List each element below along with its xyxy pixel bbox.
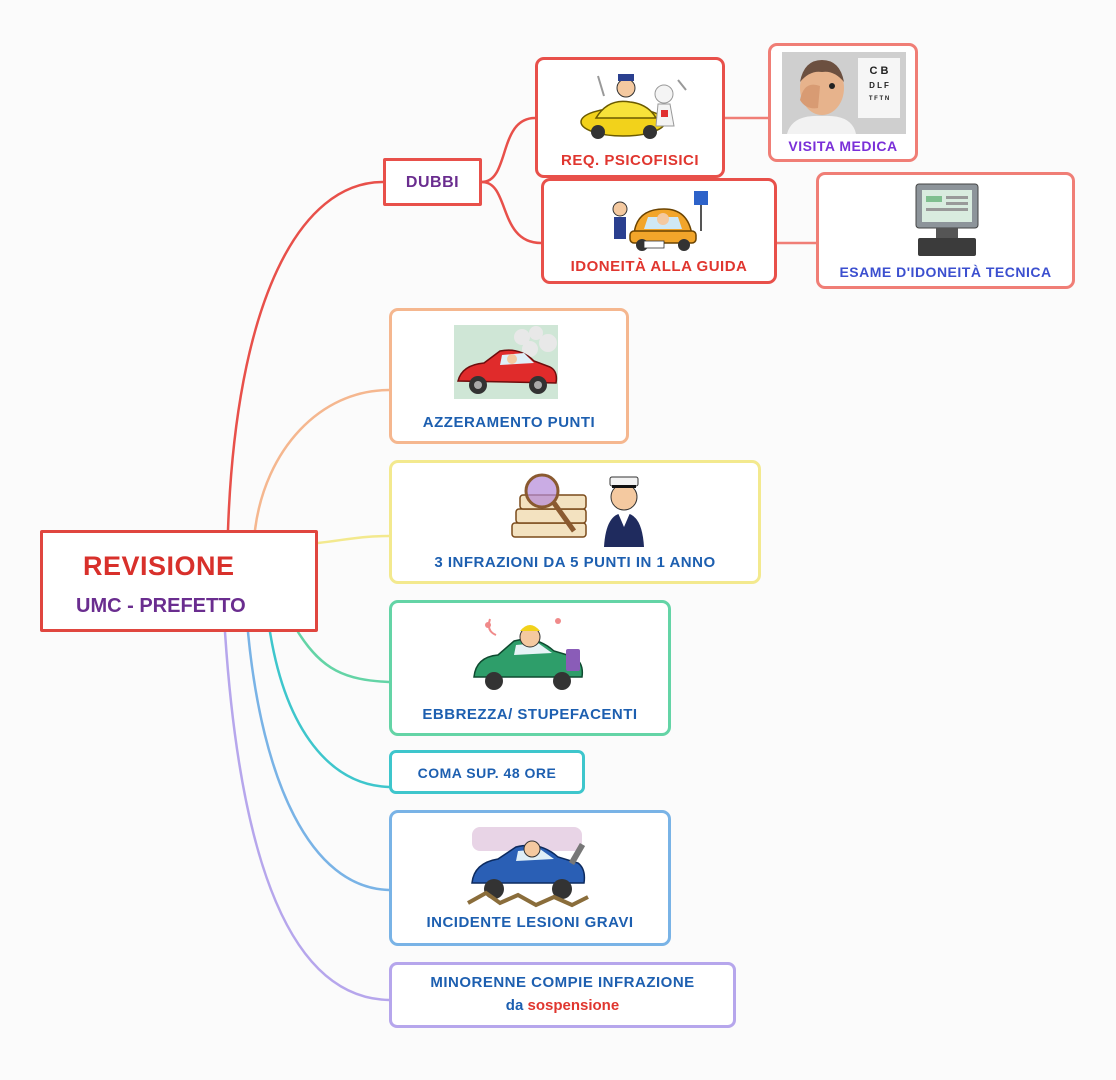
node-dubbi[interactable]: DUBBI <box>383 158 482 206</box>
root-node[interactable]: REVISIONE UMC - PREFETTO <box>40 530 318 632</box>
node-idoneita-guida[interactable]: IDONEITÀ ALLA GUIDA <box>541 178 777 284</box>
node-minorenne-sospensione: sospensione <box>527 997 620 1014</box>
node-req-label: REQ. PSICOFISICI <box>560 152 700 169</box>
connector-req <box>480 116 537 184</box>
root-subtitle: UMC - PREFETTO <box>76 595 246 617</box>
connector-dubbi <box>226 180 385 532</box>
node-visita-label: VISITA MEDICA <box>788 138 898 154</box>
driving-test-car-icon <box>612 191 708 251</box>
connector-idoneita <box>480 180 543 245</box>
car-crash-blue-car-icon <box>467 827 589 908</box>
node-incidente-label: INCIDENTE LESIONI GRAVI <box>426 914 634 931</box>
node-dubbi-label: DUBBI <box>405 174 460 191</box>
node-azzeramento-label: AZZERAMENTO PUNTI <box>422 414 596 431</box>
node-esame-label: ESAME D'IDONEITÀ TECNICA <box>839 264 1052 280</box>
node-idoneita-label: IDONEITÀ ALLA GUIDA <box>570 258 748 275</box>
node-coma-label: COMA SUP. 48 ORE <box>417 765 557 781</box>
eye-exam-doctor-photo-icon: C B D L F T F T N <box>782 52 906 134</box>
drunk-driver-green-car-icon <box>473 618 584 690</box>
node-req-psicofisici[interactable]: REQ. PSICOFISICI <box>535 57 725 178</box>
node-ebbrezza-stupefacenti[interactable]: EBBREZZA/ STUPEFACENTI <box>389 600 671 736</box>
node-coma[interactable]: COMA SUP. 48 ORE <box>389 750 585 794</box>
node-azzeramento-punti[interactable]: AZZERAMENTO PUNTI <box>389 308 629 444</box>
node-tre-infrazioni[interactable]: 3 INFRAZIONI DA 5 PUNTI IN 1 ANNO <box>389 460 761 584</box>
books-magnifier-policeman-icon <box>511 473 644 547</box>
node-minorenne-da: da <box>505 997 524 1014</box>
root-title: REVISIONE <box>83 551 235 581</box>
node-infrazioni-label: 3 INFRAZIONI DA 5 PUNTI IN 1 ANNO <box>434 554 716 571</box>
connector-azzeramento <box>253 388 391 532</box>
node-esame-idoneita-tecnica[interactable]: ESAME D'IDONEITÀ TECNICA <box>816 172 1075 289</box>
connector-minorenne <box>223 630 391 1002</box>
node-minorenne[interactable]: MINORENNE COMPIE INFRAZIONE da sospensio… <box>389 962 736 1028</box>
eye-chart-row-1: C B <box>870 65 889 77</box>
connector-infrazioni <box>316 534 391 545</box>
node-incidente-lesioni[interactable]: INCIDENTE LESIONI GRAVI <box>389 810 671 946</box>
computer-terminal-icon <box>915 183 979 256</box>
node-minorenne-line1: MINORENNE COMPIE INFRAZIONE <box>430 974 695 991</box>
eye-chart-row-2: D L F <box>869 81 889 90</box>
police-car-illustration-icon <box>580 74 687 139</box>
connector-coma <box>268 630 391 789</box>
connector-ebbrezza <box>296 630 391 684</box>
red-car-exhaust-icon <box>454 325 558 399</box>
connector-incidente <box>246 630 391 892</box>
eye-chart-row-3: T F T N <box>869 96 889 102</box>
node-ebbrezza-label: EBBREZZA/ STUPEFACENTI <box>422 706 638 723</box>
node-minorenne-line2: da sospensione <box>392 997 733 1014</box>
node-visita-medica[interactable]: C B D L F T F T N VISITA MEDICA <box>768 43 918 162</box>
